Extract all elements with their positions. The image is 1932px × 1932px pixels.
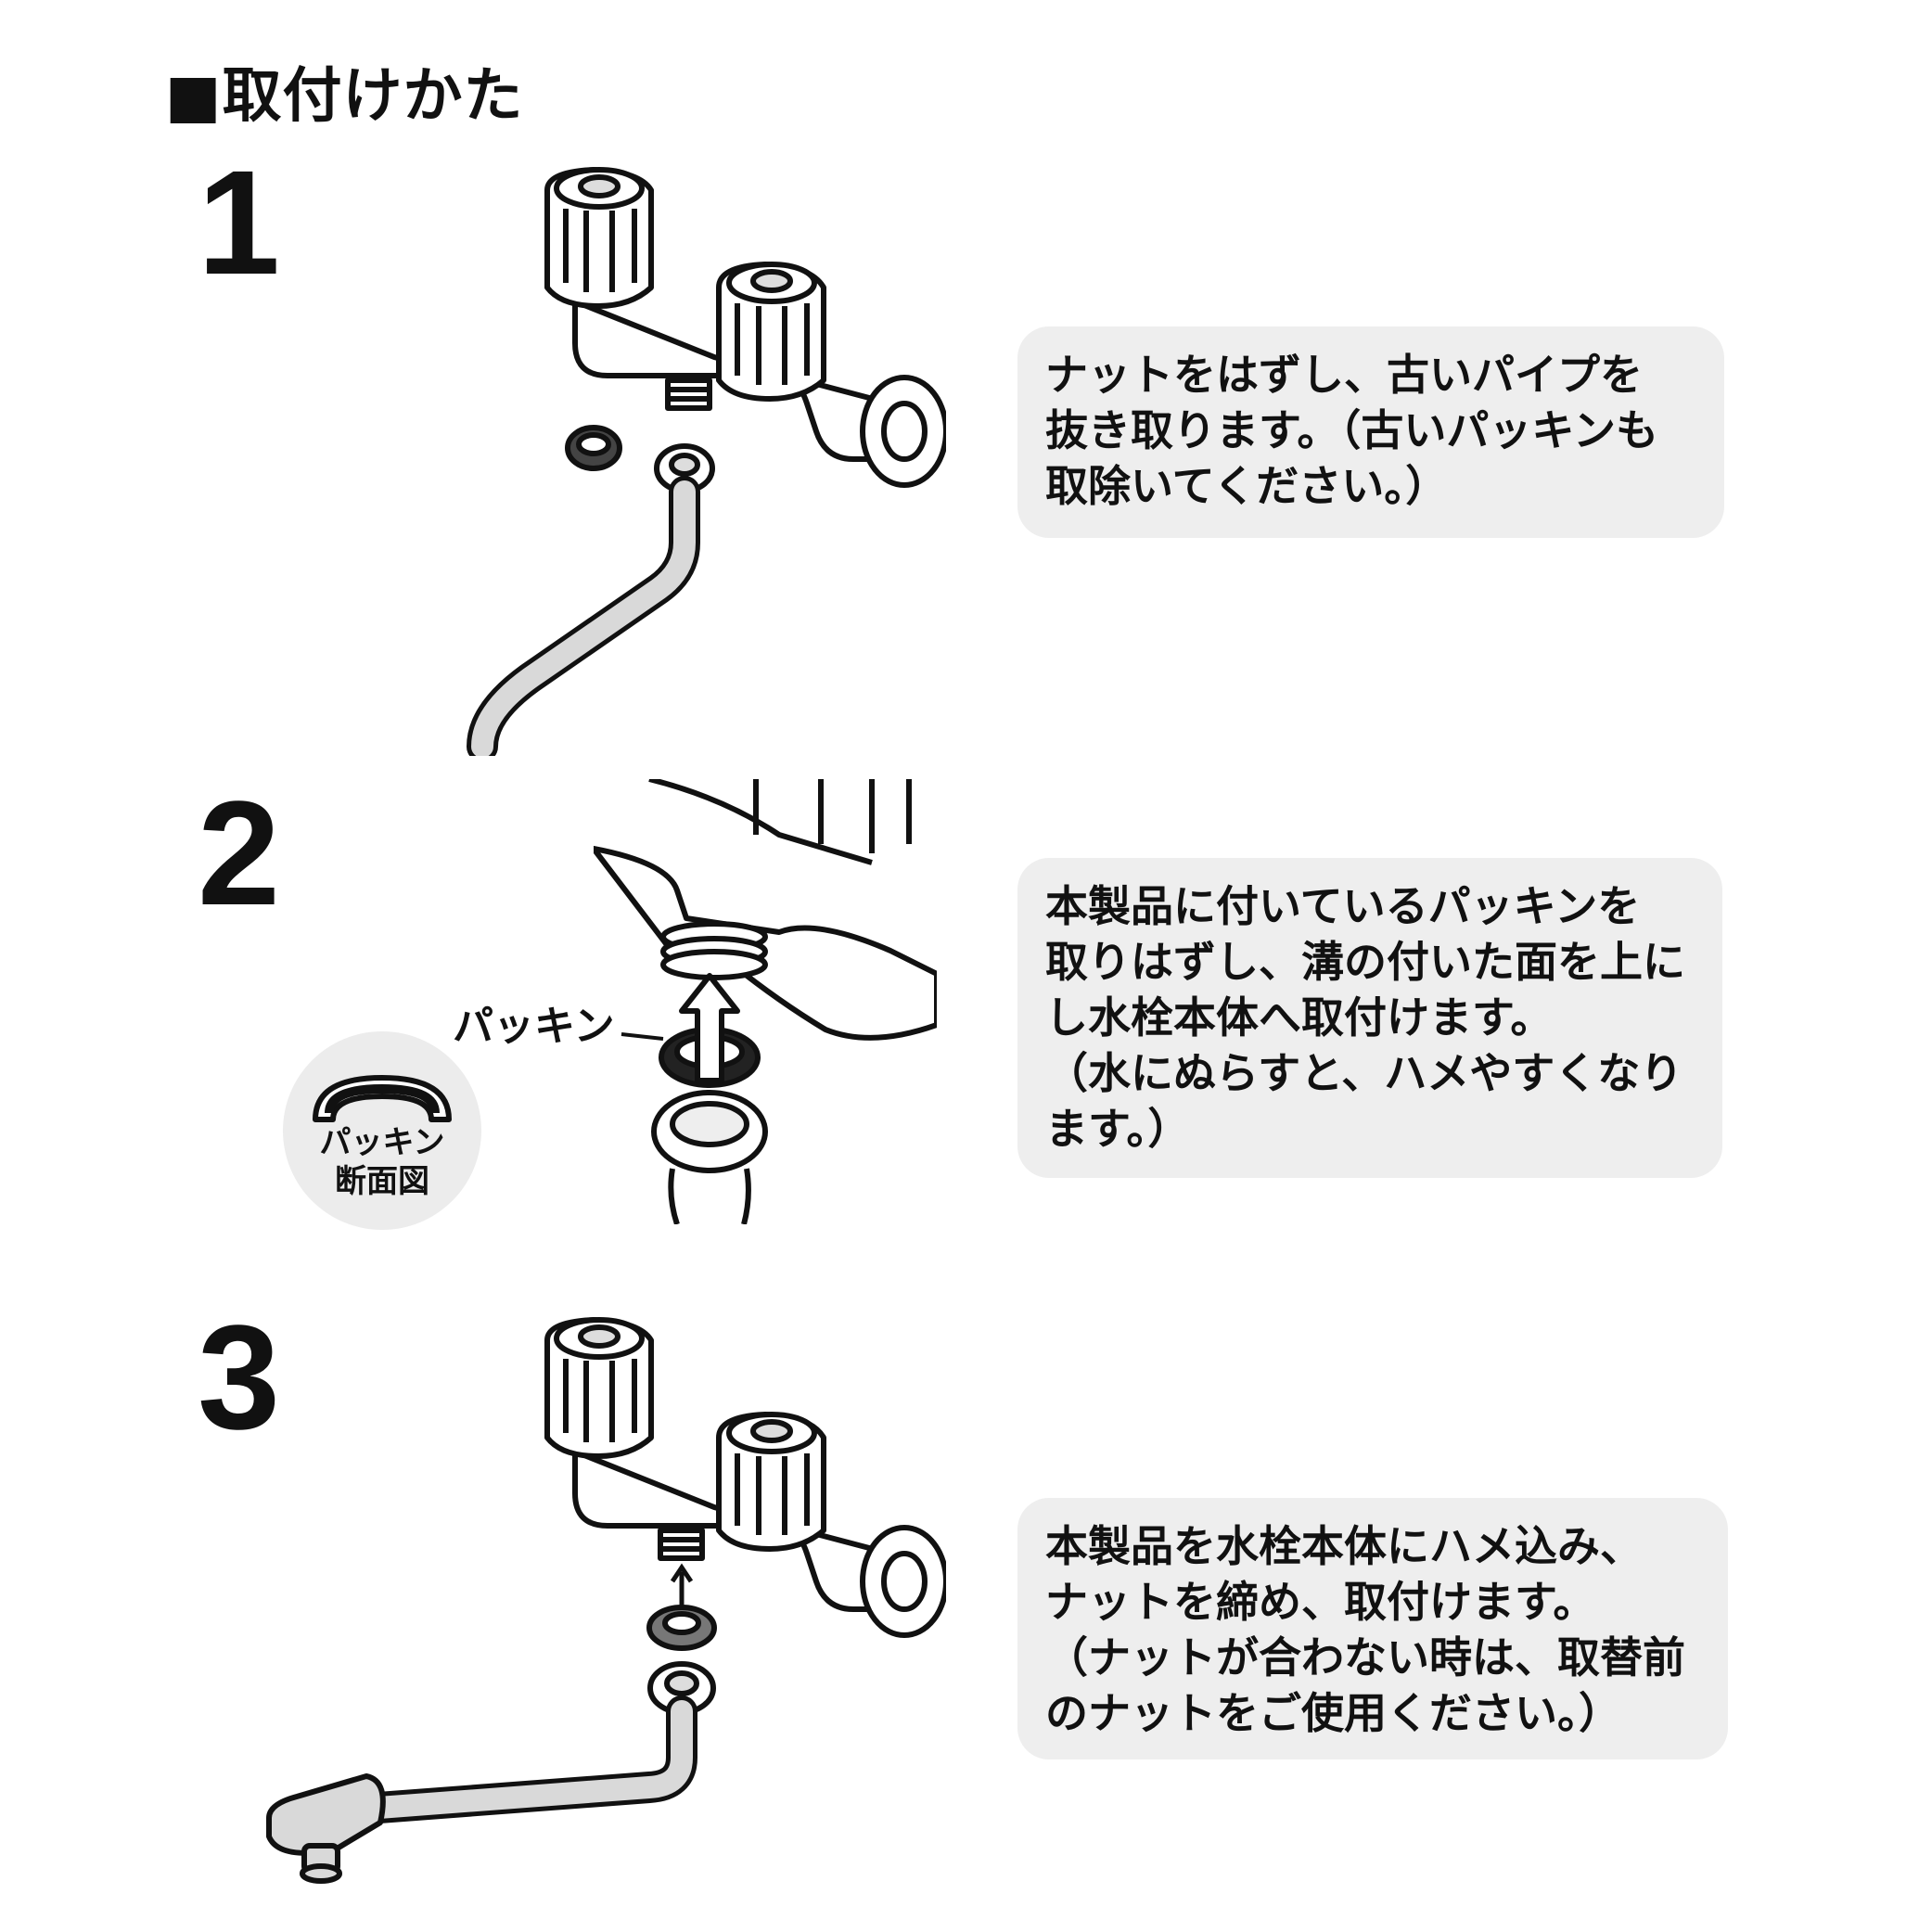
step-2-packing-illustration <box>594 779 937 1224</box>
step-3-faucet-illustration <box>266 1317 946 1884</box>
step-3-line: （ナットが合わない時は、取替前 <box>1045 1632 1685 1683</box>
step-1-line: 取除いてください。） <box>1045 461 1449 511</box>
up-arrow-icon <box>670 1563 694 1609</box>
step-2-line: （水にぬらすと、ハメやすくなり <box>1045 1048 1683 1098</box>
step-3-instruction: 本製品を水栓本体にハメ込み、 ナットを締め、取付けます。 （ナットが合わない時は… <box>1017 1498 1728 1759</box>
step-1-line: ナットをはずし、古いパイプを <box>1045 350 1643 400</box>
step-3-line: 本製品を水栓本体にハメ込み、 <box>1045 1521 1643 1571</box>
step-1-number: 1 <box>198 139 280 305</box>
packing-ring-icon <box>313 1075 452 1122</box>
spout-pipe-icon <box>266 1773 386 1884</box>
step-2-line: し水栓本体へ取付けます。 <box>1045 992 1554 1043</box>
step-2-instruction: 本製品に付いているパッキンを 取りはずし、溝の付いた面を上に し水栓本体へ取付け… <box>1017 858 1722 1178</box>
step-3-number: 3 <box>198 1294 280 1460</box>
step-2-line: 取りはずし、溝の付いた面を上に <box>1045 937 1685 987</box>
packing-label: パッキン <box>453 1003 615 1050</box>
callout-line: 断面図 <box>335 1163 429 1200</box>
step-2-number: 2 <box>198 770 280 936</box>
step-3-line: のナットをご使用ください。） <box>1045 1688 1621 1738</box>
up-arrow-icon <box>679 973 740 1083</box>
step-3-line: ナットを締め、取付けます。 <box>1045 1577 1596 1627</box>
step-2-line: 本製品に付いているパッキンを <box>1045 881 1641 931</box>
page-title: ■取付けかた <box>165 62 524 131</box>
step-1-faucet-illustration <box>467 167 946 756</box>
step-2-line: ます。） <box>1045 1104 1191 1154</box>
step-1-instruction: ナットをはずし、古いパイプを 抜き取ります。（古いパッキンも 取除いてください。… <box>1017 326 1724 538</box>
packing-section-callout: パッキン 断面図 <box>283 1031 481 1230</box>
step-1-line: 抜き取ります。（古いパッキンも <box>1045 405 1659 455</box>
callout-line: パッキン <box>319 1124 445 1161</box>
